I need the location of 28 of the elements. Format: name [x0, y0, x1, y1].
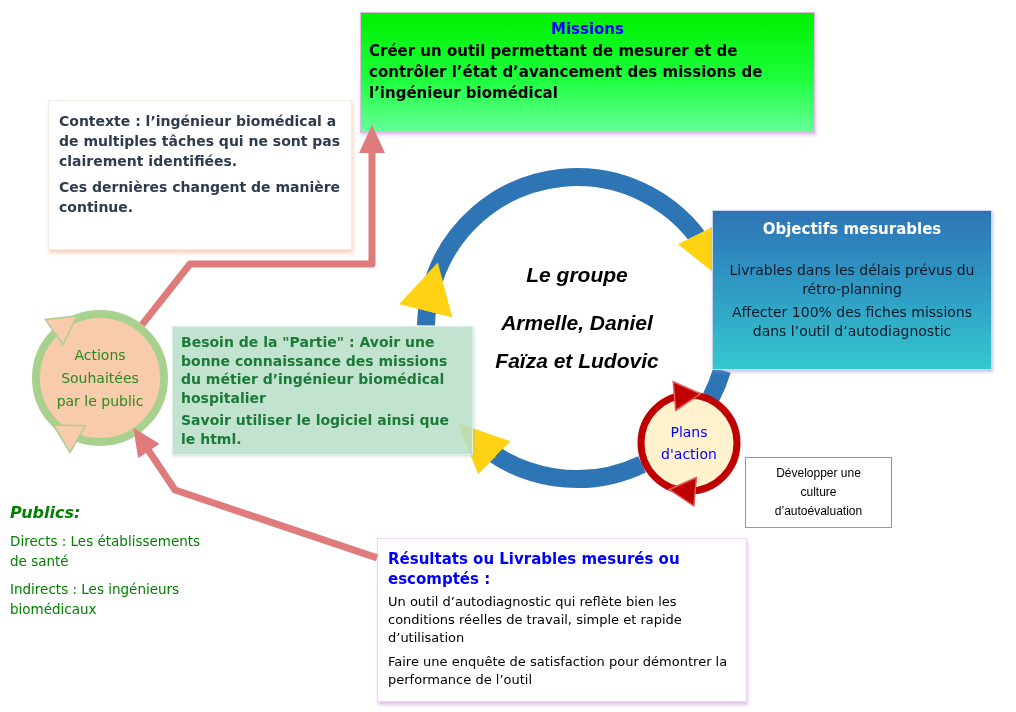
circle-label: Actions Souhaitées par le public [55, 345, 145, 411]
list-item: Indirects : Les ingénieurs biomédicaux [10, 580, 181, 619]
list-item: Directs : Les établissements de santé [10, 532, 202, 571]
note-card [745, 457, 892, 528]
info-panel [360, 12, 815, 133]
paragraph: Armelle, Daniel Faïza et Ludovic [494, 310, 660, 374]
heading: Objectifs mesurables [762, 219, 942, 239]
heading: Le groupe [526, 262, 628, 288]
paragraph: Faire une enquête de satisfaction pour démontrer la performance de l’outil [388, 653, 729, 689]
note-card [48, 100, 352, 250]
paragraph: Un outil d’autodiagnostic qui reflète bien les conditions réelles de travail, simple et rapide d’utilisation [388, 593, 683, 647]
paragraph: Besoin de la "Partie" : Avoir une bonne connaissance des missions du métier d’ingénieur biomédical hospitalier [181, 333, 449, 407]
arrow [133, 427, 379, 562]
paragraph: Affecter 100% des fiches missions dans l’outil d’autodiagnostic [730, 303, 973, 341]
note-card [377, 538, 747, 702]
paragraph: Livrables dans les délais prévus du rétro-planning [728, 261, 976, 299]
circle-label: Plans d'action [660, 423, 718, 464]
paragraph: Contexte : l’ingénieur biomédical a de multiples tâches qui ne sont pas clairement identifiées. [59, 112, 341, 171]
info-panel [172, 326, 473, 455]
info-panel [712, 210, 992, 370]
heading: Missions [551, 19, 624, 39]
heading: Résultats ou Livrables mesurés ou escomptés : [388, 549, 681, 589]
paragraph: Développer une culture d’autoévaluation [773, 465, 864, 520]
list-heading: Publics: [10, 503, 81, 523]
paragraph: Ces dernières changent de manière continue. [59, 178, 341, 217]
arrow [139, 125, 385, 327]
paragraph: Savoir utiliser le logiciel ainsi que le html. [181, 411, 450, 448]
paragraph: Créer un outil permettant de mesurer et de contrôler l’état d’avancement des missions de l’ingénieur biomédical [369, 41, 764, 104]
